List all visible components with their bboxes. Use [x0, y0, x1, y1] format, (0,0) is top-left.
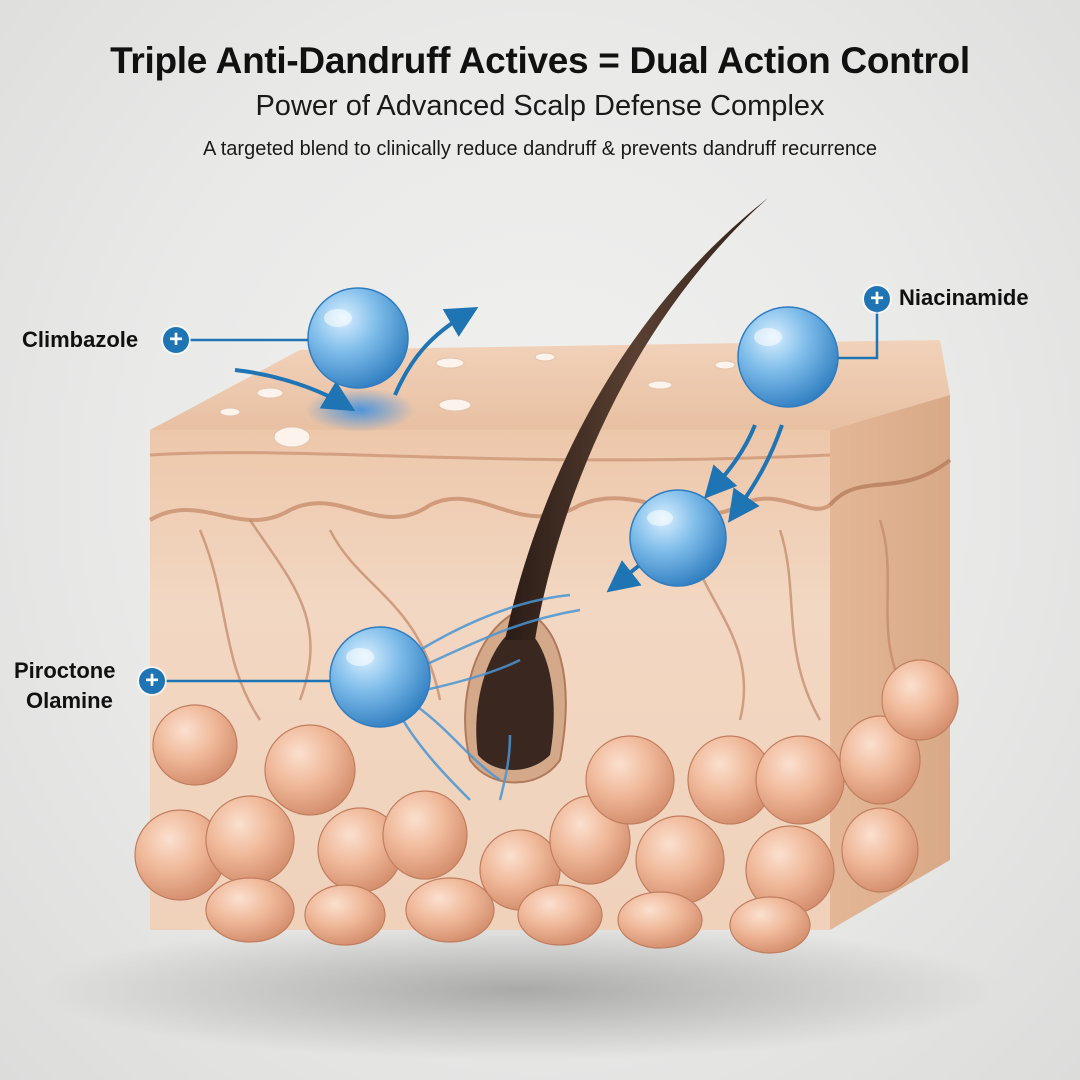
- plus-icon: +: [139, 668, 165, 694]
- niacinamide-gland-arrow: [606, 560, 642, 593]
- hair-shaft: [505, 198, 768, 640]
- climbazole-in-arrow: [234, 368, 356, 412]
- hair-bulb: [476, 625, 554, 770]
- niacinamide-down-arrow-1: [703, 424, 757, 499]
- piroctone-molecule-sphere: [329, 626, 431, 728]
- climbazole-label: Climbazole: [22, 327, 139, 352]
- niacinamide-molecule-sphere: [737, 306, 839, 408]
- niacinamide-leader-line: [838, 312, 879, 360]
- piroctone-olamine-label: Piroctone Olamine: [14, 656, 115, 716]
- ground-shadow: [40, 920, 1000, 1060]
- niacinamide-absorbed-sphere: [629, 489, 727, 587]
- climbazole-out-arrow: [393, 306, 479, 396]
- page-title: Triple Anti-Dandruff Actives = Dual Acti…: [110, 40, 970, 81]
- plus-icon: +: [864, 286, 890, 312]
- piroctone-label-line2: Olamine: [26, 688, 113, 713]
- climbazole-molecule-sphere: [307, 287, 409, 389]
- niacinamide-down-arrow-2: [728, 424, 784, 523]
- page-tagline: A targeted blend to clinically reduce da…: [202, 138, 878, 160]
- plus-icon: +: [163, 327, 189, 353]
- page-subtitle: Power of Advanced Scalp Defense Complex: [255, 90, 825, 122]
- fat-cell-layer: [134, 659, 959, 954]
- piroctone-label-line1: Piroctone: [14, 658, 116, 683]
- niacinamide-label: Niacinamide: [899, 285, 1029, 310]
